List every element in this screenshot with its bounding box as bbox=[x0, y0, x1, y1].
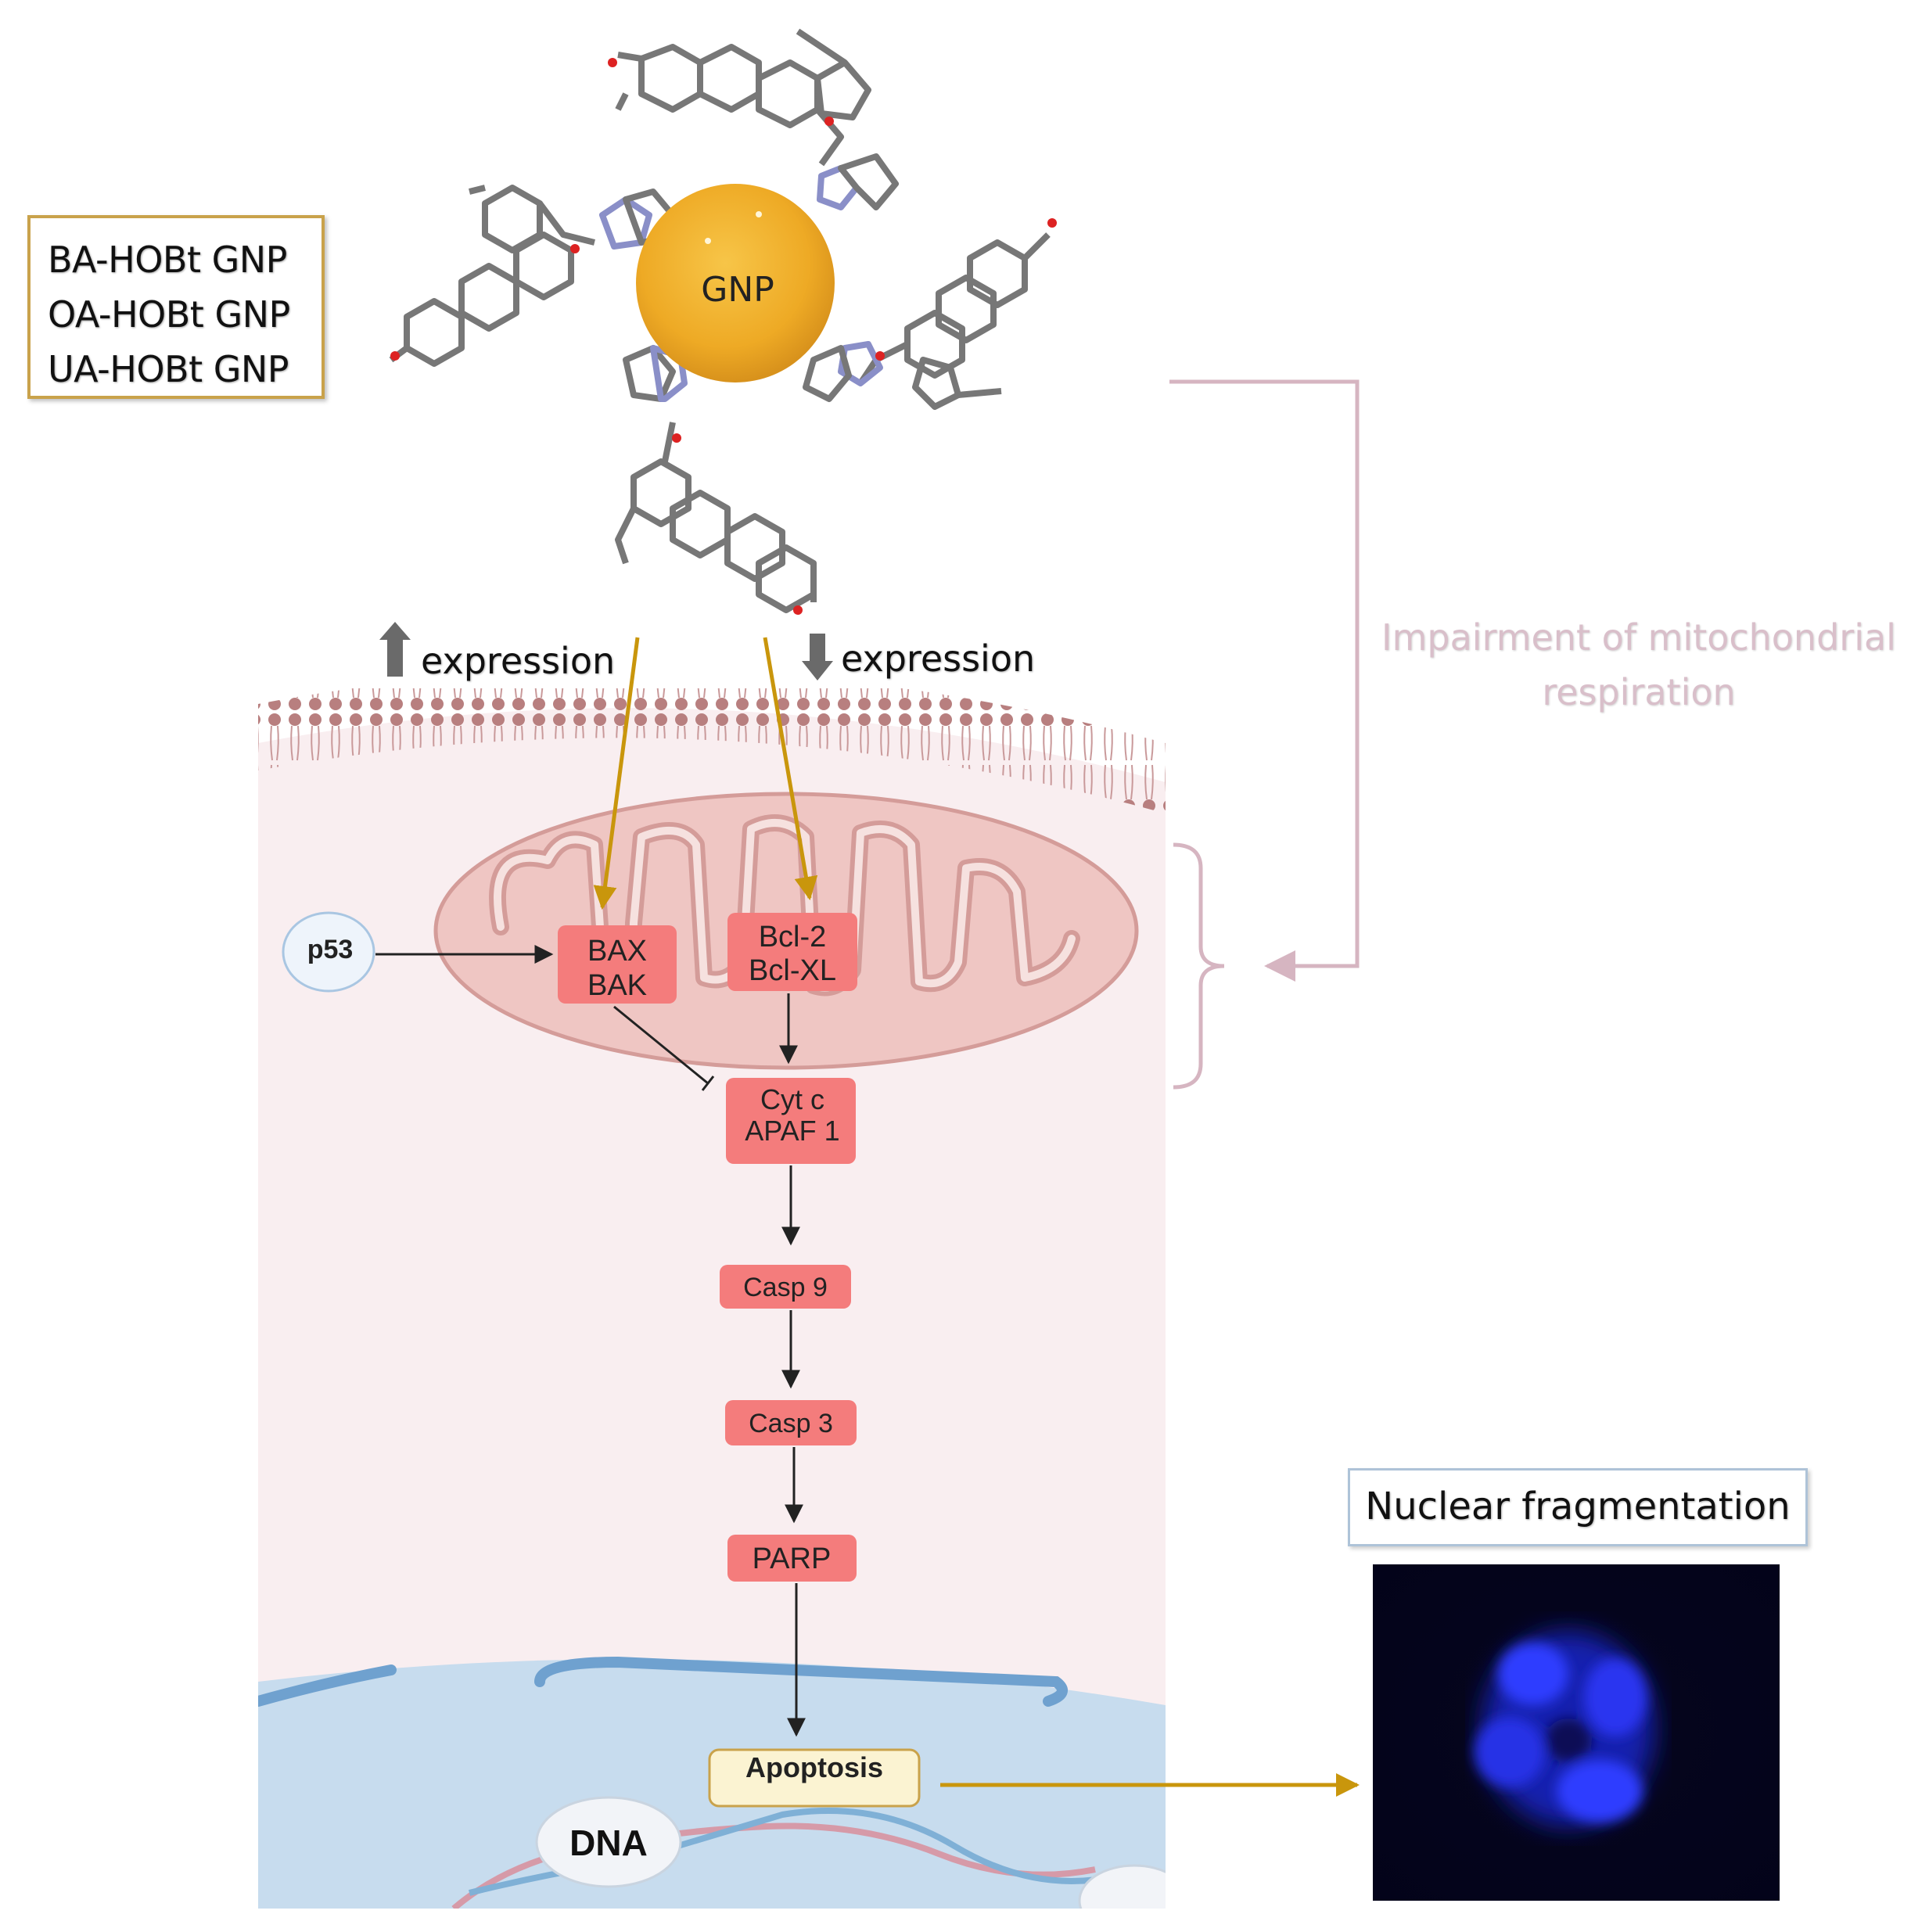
bcl2-bclxl-node bbox=[727, 913, 857, 991]
gnp-conjugate: GNP bbox=[389, 28, 1057, 615]
parp-node bbox=[727, 1535, 857, 1582]
legend-item-oa: OA-HOBt GNP bbox=[48, 293, 290, 336]
dna-label: DNA bbox=[569, 1822, 648, 1863]
apaf1-label: APAF 1 bbox=[745, 1115, 839, 1147]
casp3-label: Casp 3 bbox=[749, 1409, 833, 1438]
gnp-sphere bbox=[636, 184, 835, 382]
mito-respiration-note-line-2: respiration bbox=[1542, 671, 1736, 713]
nuclear-fragmentation-micrograph bbox=[1373, 1564, 1780, 1901]
gold-arrow-to-bax bbox=[593, 637, 640, 910]
bax-bak-node bbox=[558, 925, 677, 1004]
gold-arrow-to-bcl bbox=[763, 637, 818, 900]
bcl2-label: Bcl-2 bbox=[759, 921, 827, 953]
cell-membrane bbox=[258, 688, 1166, 813]
downregulation-label: expression bbox=[841, 637, 1036, 680]
respiration-connector bbox=[1169, 379, 1360, 982]
cytc-label: Cyt c bbox=[760, 1083, 824, 1115]
compound-legend: BA-HOBt GNP OA-HOBt GNP UA-HOBt GNP bbox=[27, 215, 325, 399]
inhibition-bar bbox=[701, 1076, 715, 1091]
oxygen-atoms bbox=[390, 58, 1057, 615]
ligand-left bbox=[389, 185, 676, 367]
ligand-right bbox=[803, 232, 1051, 410]
up-expression-arrow bbox=[379, 622, 411, 677]
micrograph-image bbox=[1475, 1631, 1654, 1826]
bak-label: BAK bbox=[587, 969, 647, 1002]
cytc-apaf1-node bbox=[726, 1078, 856, 1164]
apoptosis-node bbox=[708, 1748, 921, 1808]
nuclear-envelope-left bbox=[258, 1664, 397, 1707]
bax-label: BAX bbox=[587, 935, 647, 968]
bax-inhibits-cytc bbox=[613, 1005, 709, 1085]
casp3-node bbox=[725, 1400, 857, 1445]
p53-node bbox=[282, 911, 375, 993]
casp9-node bbox=[720, 1265, 851, 1309]
apoptosis-label: Apoptosis bbox=[745, 1751, 883, 1783]
mito-respiration-note-line-1: Impairment of mitochondrial bbox=[1381, 616, 1896, 659]
down-expression-arrow bbox=[802, 634, 833, 681]
gnp-label: GNP bbox=[701, 270, 774, 310]
nuclear-envelope-top bbox=[534, 1656, 1068, 1707]
ligand-bottom bbox=[615, 345, 817, 613]
mito-respiration-note: Impairment of mitochondrial respiration bbox=[1365, 610, 1913, 720]
upregulation-label: expression bbox=[421, 640, 616, 682]
legend-item-ba: BA-HOBt GNP bbox=[48, 239, 287, 281]
casp9-label: Casp 9 bbox=[743, 1273, 828, 1302]
p53-label: p53 bbox=[307, 935, 354, 964]
nucleolus bbox=[1078, 1864, 1166, 1909]
bclxl-label: Bcl-XL bbox=[749, 954, 836, 987]
mito-bracket bbox=[1173, 842, 1225, 1090]
nuclear-fragmentation-title: Nuclear fragmentation bbox=[1348, 1468, 1808, 1546]
parp-label: PARP bbox=[753, 1542, 832, 1575]
ligand-top bbox=[615, 28, 899, 210]
dna-node bbox=[535, 1796, 682, 1888]
legend-item-ua: UA-HOBt GNP bbox=[48, 348, 289, 390]
